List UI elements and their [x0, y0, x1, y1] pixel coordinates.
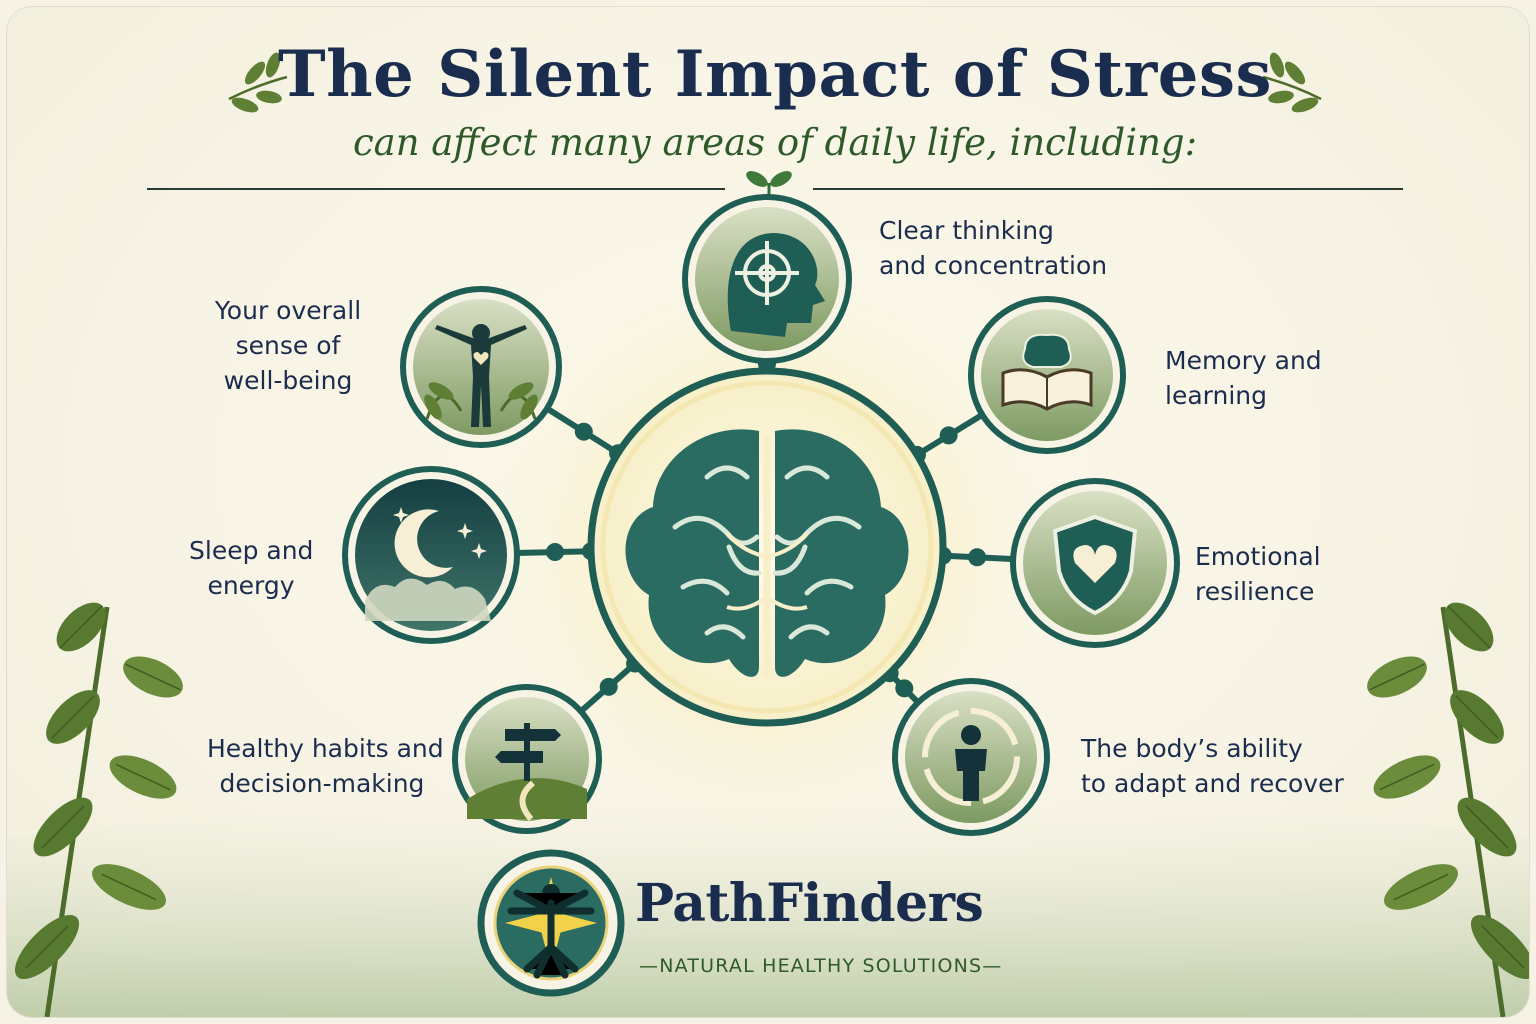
- label-line: The body’s ability: [1081, 734, 1303, 763]
- label-line: Your overall: [214, 296, 362, 325]
- label-line: Emotional: [1195, 542, 1321, 571]
- moon-stars-icon: [365, 507, 491, 621]
- brain-book-icon: [1001, 333, 1093, 411]
- label-line: energy: [207, 571, 295, 600]
- node-sleep: [342, 466, 520, 644]
- connector-dot: [599, 677, 618, 696]
- node-memory: [968, 296, 1126, 454]
- label-adapt: The body’s ability to adapt and recover: [1081, 731, 1344, 801]
- node-emotional: [1010, 478, 1180, 648]
- brain-icon: [625, 429, 909, 677]
- person-heart-icon: [424, 324, 538, 427]
- person-cycle-icon: [922, 708, 1020, 806]
- brand-name: PathFinders: [635, 873, 984, 934]
- connector-dot: [574, 422, 593, 441]
- page-title: The Silent Impact of Stress: [277, 37, 1273, 112]
- head-target-icon: [727, 233, 825, 337]
- label-line: to adapt and recover: [1081, 769, 1344, 798]
- connector-dot: [939, 426, 958, 445]
- label-sleep: Sleep and energy: [189, 533, 313, 603]
- node-adapt: [892, 678, 1050, 836]
- connector-dot: [968, 548, 987, 567]
- laurel-right-icon: [1262, 52, 1322, 113]
- brain-hub: [587, 367, 947, 727]
- label-line: Healthy habits and: [207, 734, 444, 763]
- node-wellbeing: [400, 286, 562, 448]
- label-memory: Memory and learning: [1165, 343, 1322, 413]
- label-line: Memory and: [1165, 346, 1322, 375]
- connector-dot: [546, 543, 565, 562]
- infographic-card: The Silent Impact of Stress can affect m…: [6, 6, 1530, 1018]
- label-emotional: Emotional resilience: [1195, 539, 1321, 609]
- leaf-branch-left-icon: [14, 602, 183, 1017]
- label-clear-thinking: Clear thinking and concentration: [879, 213, 1107, 283]
- label-line: well-being: [223, 366, 353, 395]
- vitruvian-compass-icon: [477, 849, 625, 997]
- label-wellbeing: Your overall sense of well-being: [203, 293, 373, 398]
- page-subtitle: can affect many areas of daily life, inc…: [352, 121, 1198, 164]
- connector-dot: [895, 679, 914, 698]
- label-line: Sleep and: [189, 536, 314, 565]
- ground-wash: [7, 802, 1529, 1017]
- label-line: sense of: [235, 331, 341, 360]
- laurel-left-icon: [228, 52, 288, 113]
- signpost-icon: [467, 723, 587, 822]
- label-line: resilience: [1195, 577, 1315, 606]
- node-habits: [452, 684, 602, 834]
- label-line: and concentration: [879, 251, 1108, 280]
- title-divider: [147, 171, 1403, 199]
- shield-heart-icon: [1052, 514, 1138, 616]
- brand-tagline: —NATURAL HEALTHY SOLUTIONS—: [639, 955, 1003, 977]
- label-line: Clear thinking: [879, 216, 1054, 245]
- label-line: learning: [1165, 381, 1267, 410]
- diagram-artwork: [7, 52, 1529, 1017]
- leaf-branch-right-icon: [1367, 602, 1529, 1017]
- label-line: decision-making: [219, 769, 425, 798]
- label-habits: Healthy habits and decision-making: [207, 731, 444, 801]
- node-clear-thinking: [682, 194, 852, 364]
